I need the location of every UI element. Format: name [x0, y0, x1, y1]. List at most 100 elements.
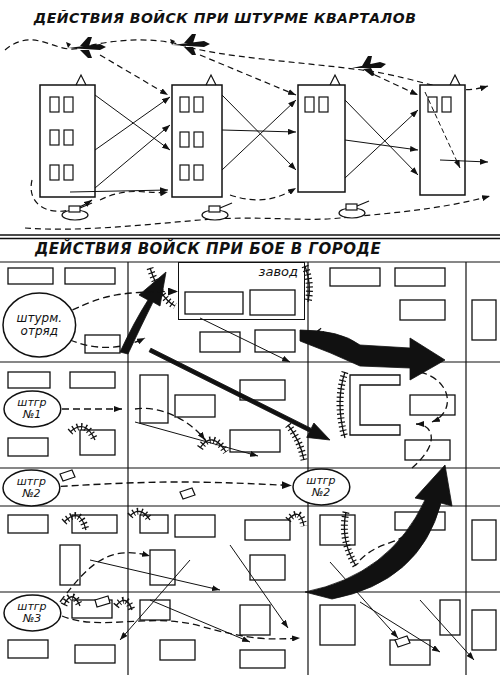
fire-arrow — [200, 318, 290, 362]
fire-arrow — [230, 545, 288, 628]
separator — [0, 238, 500, 239]
tank — [346, 204, 357, 210]
window — [64, 97, 73, 112]
building — [140, 515, 168, 533]
tank — [220, 203, 232, 208]
node-label: штгр №1 — [12, 397, 52, 421]
building — [175, 515, 215, 537]
building — [175, 395, 215, 417]
building — [40, 85, 95, 197]
ground-path — [25, 180, 490, 229]
building — [8, 640, 48, 658]
node-label: завод — [259, 265, 298, 279]
building — [140, 600, 170, 620]
building — [140, 375, 168, 423]
building — [395, 268, 445, 286]
street — [307, 262, 308, 675]
node-label: штурм. отряд — [13, 312, 65, 338]
ground-path — [31, 180, 92, 211]
fire-arrow — [135, 422, 258, 456]
front-line — [130, 511, 150, 520]
vehicle — [180, 488, 195, 499]
aircraft — [66, 34, 386, 76]
window — [194, 165, 203, 180]
movement-connector — [73, 291, 178, 309]
street — [0, 591, 500, 592]
aircraft — [170, 34, 210, 55]
front-line — [116, 600, 132, 610]
fire-arrow — [90, 318, 474, 660]
main-thrust-arrow — [120, 272, 452, 599]
section-heading: ДЕЙСТВИЯ ВОЙСК ПРИ БОЕ В ГОРОДЕ — [35, 240, 381, 258]
movement-path — [62, 408, 122, 409]
movement-path — [62, 616, 300, 639]
separator — [0, 235, 500, 239]
window — [64, 165, 73, 180]
node-text: штгр №2 — [11, 476, 51, 500]
node-text: штгр №3 — [12, 601, 52, 625]
fire-arrow — [95, 95, 170, 150]
street — [0, 467, 500, 468]
building — [250, 555, 285, 580]
street — [127, 262, 128, 675]
front-line-ticks — [64, 516, 86, 530]
fire-arrow — [95, 97, 170, 150]
ground-path — [100, 191, 168, 200]
street — [0, 262, 500, 675]
tank — [69, 206, 80, 212]
flag — [206, 75, 216, 85]
window — [180, 165, 189, 180]
tank — [209, 206, 220, 212]
building — [65, 268, 115, 284]
front-line — [340, 372, 345, 438]
flight-path — [375, 75, 418, 95]
building — [472, 610, 496, 650]
front-line — [64, 266, 356, 610]
front-line-ticks — [70, 427, 95, 440]
building — [172, 85, 222, 197]
front-line-ticks — [344, 512, 356, 566]
front-line — [64, 516, 86, 530]
main-thrust-arrow — [120, 272, 166, 354]
assault-group-oval: штгр №1 — [3, 390, 62, 428]
node-text: штгр №2 — [301, 475, 341, 499]
front-line-ticks — [288, 514, 304, 526]
tank — [80, 203, 92, 208]
building — [320, 515, 355, 545]
building — [240, 605, 270, 635]
assault-group-oval: штгр №3 — [3, 594, 62, 632]
fire-arrow — [360, 602, 440, 652]
fire-arrow — [222, 130, 296, 132]
node-label: штгр №2 — [11, 476, 51, 500]
separator — [0, 234, 500, 235]
building — [8, 438, 48, 456]
window — [64, 130, 73, 145]
building — [70, 372, 115, 388]
building — [420, 85, 465, 195]
building — [400, 300, 445, 320]
building — [80, 430, 115, 455]
building — [60, 545, 80, 585]
node-text: штурм. отряд — [13, 312, 65, 338]
node-label: штгр №2 — [301, 475, 341, 499]
window — [50, 165, 59, 180]
assault-group-oval: штгр №2 — [2, 469, 61, 507]
fire-arrow — [420, 600, 474, 660]
fire-arrow — [120, 560, 190, 640]
front-line-ticks — [288, 425, 304, 460]
window — [305, 97, 314, 112]
oval-outline — [3, 470, 60, 506]
movement-path — [135, 408, 205, 440]
oval-outline — [293, 469, 350, 505]
building — [150, 550, 175, 585]
node-label: штгр №3 — [12, 601, 52, 625]
front-line — [344, 512, 356, 566]
fire-arrow — [222, 95, 296, 170]
window — [194, 97, 203, 112]
vehicle — [95, 596, 110, 607]
fire-arrow — [345, 110, 418, 178]
ground-path — [230, 188, 296, 200]
